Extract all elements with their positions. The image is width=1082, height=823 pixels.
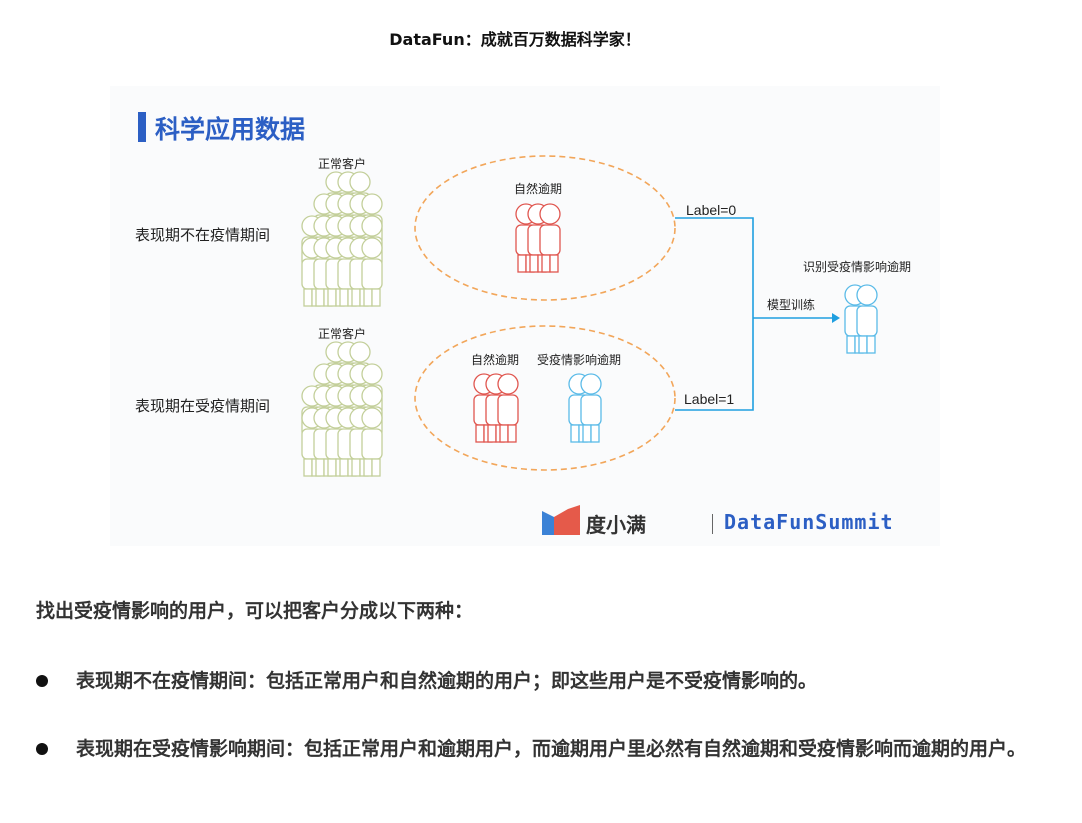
top-dashed-ellipse <box>414 155 676 301</box>
label1-connector <box>675 318 754 411</box>
summit-separator <box>712 514 713 534</box>
list-item: 表现期不在疫情期间：包括正常用户和自然逾期的用户；即这些用户是不受疫情影响的。 <box>36 662 1046 702</box>
natural-overdue-label-bottom: 自然逾期 <box>471 353 520 367</box>
slide-title-accent <box>138 112 146 142</box>
natural-overdue-label-top: 自然逾期 <box>514 182 563 196</box>
people-groups <box>301 171 878 477</box>
left-label-not-covid: 表现期不在疫情期间 <box>135 226 271 244</box>
identify-label: 识别受疫情影响逾期 <box>803 260 912 274</box>
slide-title: 科学应用数据 <box>155 115 306 144</box>
left-label-covid: 表现期在受疫情期间 <box>135 397 271 415</box>
natural-overdue-person-icon <box>539 203 561 273</box>
label0-connector <box>675 217 754 318</box>
arrow-head <box>832 313 840 323</box>
normal-customers-label-top: 正常客户 <box>318 157 367 171</box>
bullet-icon <box>36 675 48 687</box>
identified-person-icon <box>856 284 878 354</box>
diagram-connectors <box>414 155 840 471</box>
normal-customer-person-icon <box>361 237 383 307</box>
bottom-dashed-ellipse <box>414 325 676 471</box>
brand-name: 度小满 <box>586 513 646 537</box>
list-item-text: 表现期不在疫情期间：包括正常用户和自然逾期的用户；即这些用户是不受疫情影响的。 <box>76 670 818 692</box>
summit-logo-text: DataFunSummit <box>724 510 894 534</box>
intro-text: 找出受疫情影响的用户，可以把客户分成以下两种： <box>36 600 474 622</box>
brand-logo-icon <box>542 505 580 535</box>
natural-overdue-person-icon <box>497 373 519 443</box>
covid-overdue-label: 受疫情影响逾期 <box>537 353 622 367</box>
page-header: DataFun：成就百万数据科学家！ <box>389 30 641 49</box>
label1-text: Label=1 <box>684 391 735 407</box>
normal-customer-person-icon <box>361 407 383 477</box>
list-item: 表现期在受疫情影响期间：包括正常用户和逾期用户，而逾期用户里必然有自然逾期和受疫… <box>36 730 1046 810</box>
bullet-icon <box>36 743 48 755</box>
normal-customers-label-bottom: 正常客户 <box>318 327 367 341</box>
label0-text: Label=0 <box>686 202 737 218</box>
covid-overdue-person-icon <box>580 373 602 443</box>
list-item-text: 表现期在受疫情影响期间：包括正常用户和逾期用户，而逾期用户里必然有自然逾期和受疫… <box>76 738 1027 760</box>
model-training-label: 模型训练 <box>767 298 816 312</box>
